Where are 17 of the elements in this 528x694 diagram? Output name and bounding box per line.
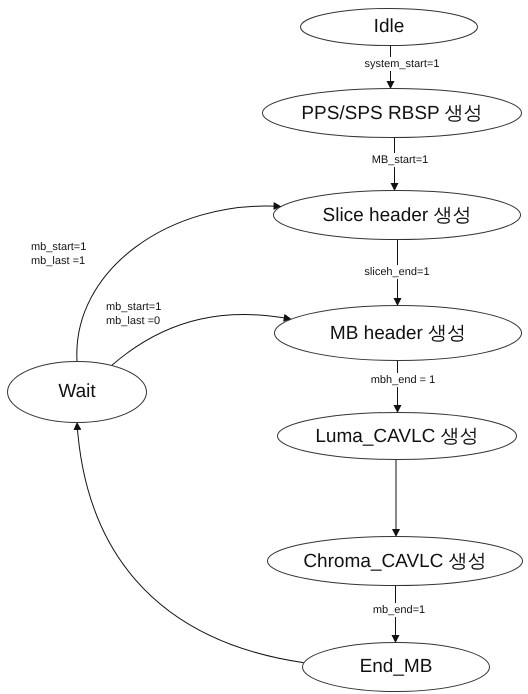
arrow [76,202,282,362]
state-ellipse: MB header 생성 [274,305,522,361]
edge-label: sliceh_end=1 [363,265,431,279]
state-ellipse: Chroma_CAVLC 생성 [267,536,523,586]
edge-label: MB_start=1 [370,153,430,167]
arrow [392,460,400,537]
state-ellipse: Wait [7,361,147,423]
state-ellipse: End_MB [302,642,490,692]
state-ellipse: PPS/SPS RBSP 생성 [262,88,522,138]
arrow [74,422,304,664]
state-ellipse: Idle [300,8,478,46]
edge-label: mbh_end = 1 [370,373,436,387]
edge-label: system_start=1 [364,57,440,71]
state-ellipse: Slice header 생성 [273,190,521,240]
state-ellipse: Luma_CAVLC 생성 [277,412,517,460]
edge-label: mb_end=1 [372,603,426,617]
arrow [112,314,292,366]
